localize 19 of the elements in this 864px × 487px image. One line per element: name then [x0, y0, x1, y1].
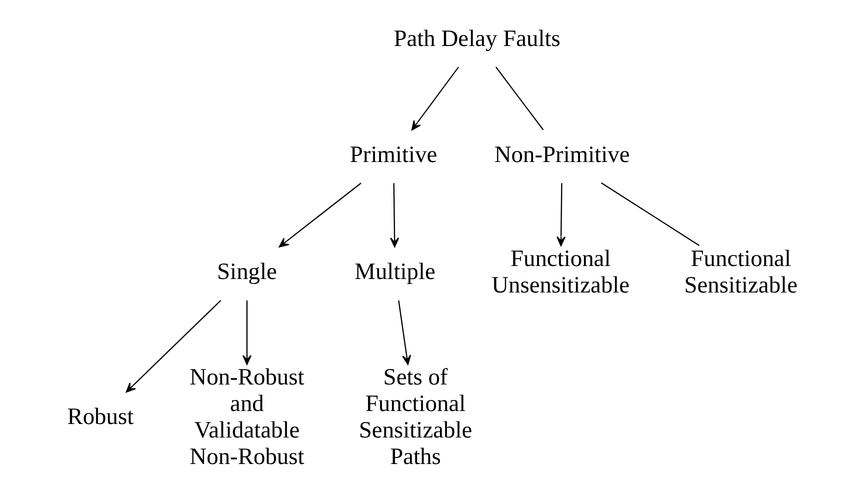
arrow — [390, 183, 400, 248]
arrow — [126, 300, 222, 393]
node-text: Primitive — [350, 142, 438, 168]
arrow — [411, 66, 459, 130]
node-text: Path Delay Faults — [394, 26, 560, 52]
node-text: Non-Robust and Validatable Non-Robust — [190, 364, 304, 470]
arrow — [278, 182, 362, 248]
connector — [600, 182, 700, 246]
connector — [495, 66, 544, 130]
node-text: Functional Unsensitizable — [492, 246, 630, 298]
node-text: Non-Primitive — [494, 142, 630, 168]
arrow — [242, 300, 252, 365]
arrow — [398, 300, 412, 365]
node-text: Robust — [67, 404, 134, 430]
node-text: Functional Sensitizable — [684, 246, 798, 298]
node-text: Multiple — [354, 259, 436, 286]
node-text: Sets of Functional Sensitizable Paths — [358, 364, 472, 470]
node-text: Single — [217, 259, 277, 286]
arrow — [556, 183, 566, 246]
